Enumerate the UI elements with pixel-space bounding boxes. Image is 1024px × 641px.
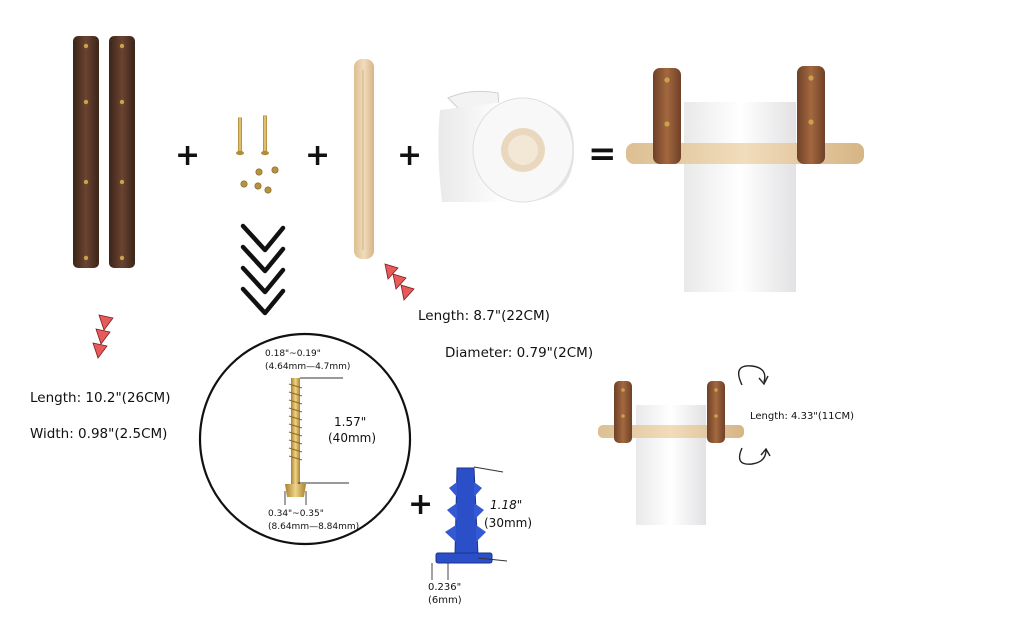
plus-sign-2: + <box>305 138 331 173</box>
anchor-length-mm-label: (30mm) <box>484 516 533 530</box>
screw-head-mm-label: (4.64mm—4.7mm) <box>265 362 351 372</box>
rotate-arrow-bottom <box>738 447 771 465</box>
dowel-length-label: Length: 8.7"(22CM) <box>418 308 550 324</box>
screw-bottom-inch-label: 0.34"~0.35" <box>268 509 324 519</box>
anchor-dia-mm-label: (6mm) <box>428 595 462 606</box>
screw-dimension-lines <box>284 377 349 505</box>
equals-sign: = <box>588 134 617 174</box>
strap-length-label: Length: 10.2"(26CM) <box>30 390 171 406</box>
leather-strap-right <box>109 36 135 268</box>
mounted-holder-small <box>598 381 744 525</box>
wooden-dowel <box>354 59 374 259</box>
anchor-length-inch-label: 1.18" <box>490 498 523 512</box>
mounted-length-label: Length: 4.33"(11CM) <box>750 411 855 422</box>
red-arrow-strap <box>92 314 114 359</box>
screw-small-2 <box>263 115 267 153</box>
screw-detail-circle <box>198 332 412 546</box>
screw-small-1 <box>238 117 242 153</box>
plus-sign-1: + <box>175 138 201 173</box>
wall-anchor <box>435 467 493 564</box>
screw-head-inch-label: 0.18"~0.19" <box>265 349 321 359</box>
leather-strap-left <box>73 36 99 268</box>
holder-strap-left <box>653 68 681 164</box>
strap-width-label: Width: 0.98"(2.5CM) <box>30 426 168 442</box>
dowel-diameter-label: Diameter: 0.79"(2CM) <box>445 345 594 361</box>
anchor-dimension-lines <box>431 466 508 580</box>
rotate-arrow-top <box>738 365 769 386</box>
screw-caps <box>240 166 279 194</box>
chevrons-down <box>240 223 286 316</box>
plus-sign-4: + <box>408 487 434 522</box>
assembled-holder <box>626 66 864 292</box>
screw-bottom-mm-label: (8.64mm—8.84mm) <box>268 522 360 532</box>
leather-straps <box>73 36 135 268</box>
screw-large <box>285 378 306 497</box>
holder-strap-right <box>797 66 825 164</box>
red-arrow-dowel <box>384 263 415 301</box>
plus-sign-3: + <box>397 138 423 173</box>
screws-group <box>236 115 279 194</box>
screw-length-mm-label: (40mm) <box>328 431 377 445</box>
screw-length-inch-label: 1.57" <box>334 415 367 429</box>
anchor-dia-inch-label: 0.236" <box>428 582 462 593</box>
toilet-paper-roll <box>438 90 574 203</box>
